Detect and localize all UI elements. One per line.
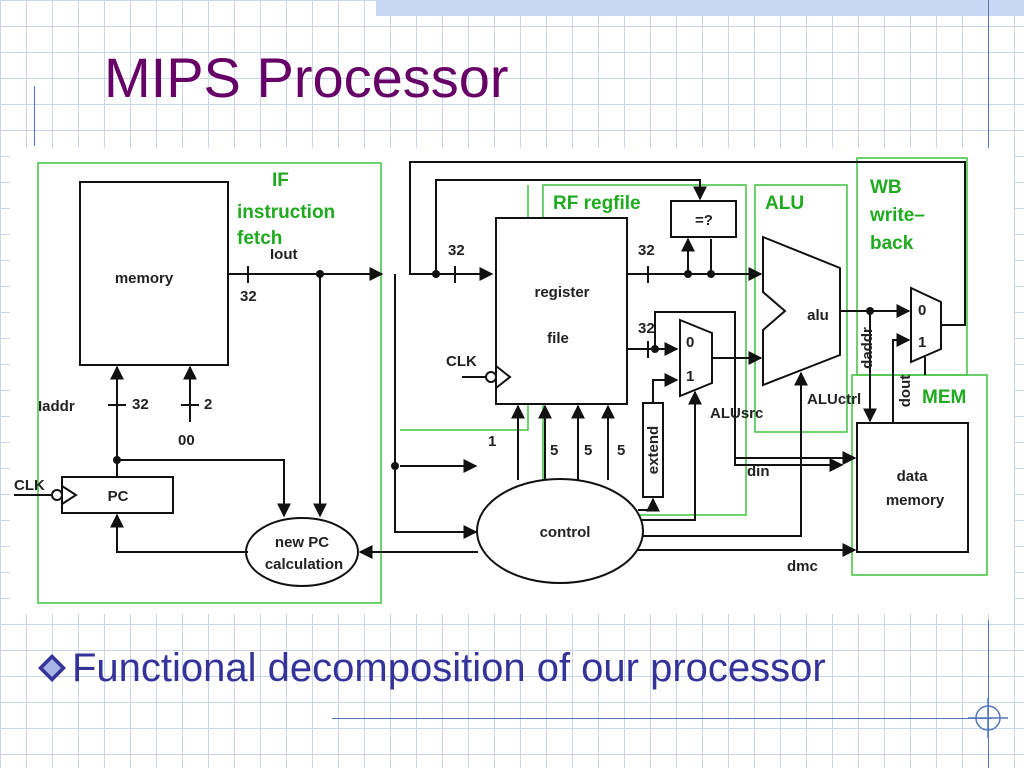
bullet-item: Functional decomposition of our processo… <box>34 640 826 696</box>
low-bits-00-label: 00 <box>178 432 195 449</box>
control-label: control <box>540 524 591 541</box>
pc-clock-bubble <box>51 489 63 501</box>
wire-alusrc <box>642 390 702 521</box>
width-1-label: 1 <box>488 433 496 450</box>
junction-dot <box>113 456 121 464</box>
wb-mux-input-0-label: 0 <box>918 302 926 319</box>
alu-src-mux <box>679 318 713 398</box>
extend-label: extend <box>645 426 662 474</box>
junction-dot <box>866 307 874 315</box>
pc-register-block <box>61 476 174 514</box>
regfile-clock-bubble <box>485 371 497 383</box>
width-2-label: 2 <box>204 396 212 413</box>
width-5-label: 5 <box>584 442 592 459</box>
junction-dot <box>391 462 399 470</box>
newpc-label-line2: calculation <box>265 556 343 573</box>
newpc-label-line1: new PC <box>275 534 329 551</box>
wb-stage-label-line1: WB <box>870 177 902 198</box>
wb-stage-label-line2: write– <box>869 205 925 226</box>
slide-title: MIPS Processor <box>104 46 509 109</box>
imem-label: memory <box>115 270 174 287</box>
wire-control-to-extend <box>638 497 660 512</box>
wire-pc-to-newpc <box>117 459 291 518</box>
title-accent-band <box>376 0 1024 16</box>
width-32-label: 32 <box>132 396 149 413</box>
aluctrl-label: ALUctrl <box>807 391 861 408</box>
iout-label: Iout <box>270 246 298 263</box>
mem-stage-label: MEM <box>922 387 966 408</box>
if-stage-label-line3: fetch <box>237 228 282 249</box>
width-32-label: 32 <box>240 288 257 305</box>
mips-datapath-diagram: memory register file =? alu PC new PC ca… <box>10 148 1014 614</box>
iaddr-label: Iaddr <box>38 398 75 415</box>
wire-regfile-loop <box>435 179 707 274</box>
pc-clk-label: CLK <box>14 477 45 494</box>
junction-dot <box>707 270 715 278</box>
width-32-label: 32 <box>638 242 655 259</box>
junction-dot <box>651 345 659 353</box>
decorative-vertical-line <box>988 0 989 148</box>
mux-input-0-label: 0 <box>686 334 694 351</box>
regfile-label-line2: file <box>547 330 569 347</box>
wb-mux-input-1-label: 1 <box>918 334 926 351</box>
wire-newpc-to-pc <box>110 513 248 553</box>
dout-label: dout <box>897 375 914 407</box>
new-pc-calculation-block <box>245 517 359 587</box>
dmc-label: dmc <box>787 558 818 575</box>
wire-instr-bus <box>394 274 478 539</box>
alu-stage-label: ALU <box>765 193 804 214</box>
data-memory-block <box>856 422 969 553</box>
width-5-label: 5 <box>617 442 625 459</box>
if-stage-label-line1: IF <box>272 170 289 191</box>
width-32-label: 32 <box>448 242 465 259</box>
daddr-label: daddr <box>859 327 876 369</box>
wire-b-branch <box>654 311 844 472</box>
rf-stage-label: RF regfile <box>553 193 641 214</box>
alu-label: alu <box>807 307 829 324</box>
dmem-label-line2: memory <box>886 492 945 509</box>
pc-clock-marker <box>61 485 78 505</box>
width-32-label: 32 <box>638 320 655 337</box>
wire-wb-feedback <box>409 161 966 326</box>
register-file-block <box>495 217 628 405</box>
wire-dout <box>892 333 911 423</box>
decorative-vertical-line <box>988 620 989 768</box>
if-stage-label-line2: instruction <box>237 202 335 223</box>
decorative-circle-icon <box>968 698 1008 738</box>
compare-label: =? <box>695 212 713 229</box>
stage-box-if <box>37 162 382 604</box>
junction-dot <box>684 270 692 278</box>
decorative-vertical-line <box>34 86 35 146</box>
bullet-text: Functional decomposition of our processo… <box>72 645 826 690</box>
wb-stage-label-line3: back <box>870 233 914 254</box>
alusrc-label: ALUsrc <box>710 405 763 422</box>
junction-dot <box>432 270 440 278</box>
regfile-label-line1: register <box>534 284 589 301</box>
alu-block <box>762 235 841 387</box>
mux-input-1-label: 1 <box>686 368 694 385</box>
pc-label: PC <box>108 488 129 505</box>
dmem-label-line1: data <box>897 468 929 485</box>
width-5-label: 5 <box>550 442 558 459</box>
regfile-clk-label: CLK <box>446 353 477 370</box>
stage-box-mem <box>851 374 988 576</box>
din-label: din <box>747 463 770 480</box>
writeback-mux <box>910 286 942 364</box>
regfile-clock-marker <box>495 365 512 389</box>
wire-aluctrl <box>643 371 808 537</box>
junction-dot <box>316 270 324 278</box>
decorative-horizontal-line <box>332 718 992 719</box>
diamond-bullet-icon <box>38 654 66 682</box>
wire-extend-to-mux <box>652 373 679 403</box>
compare-block <box>670 200 737 238</box>
